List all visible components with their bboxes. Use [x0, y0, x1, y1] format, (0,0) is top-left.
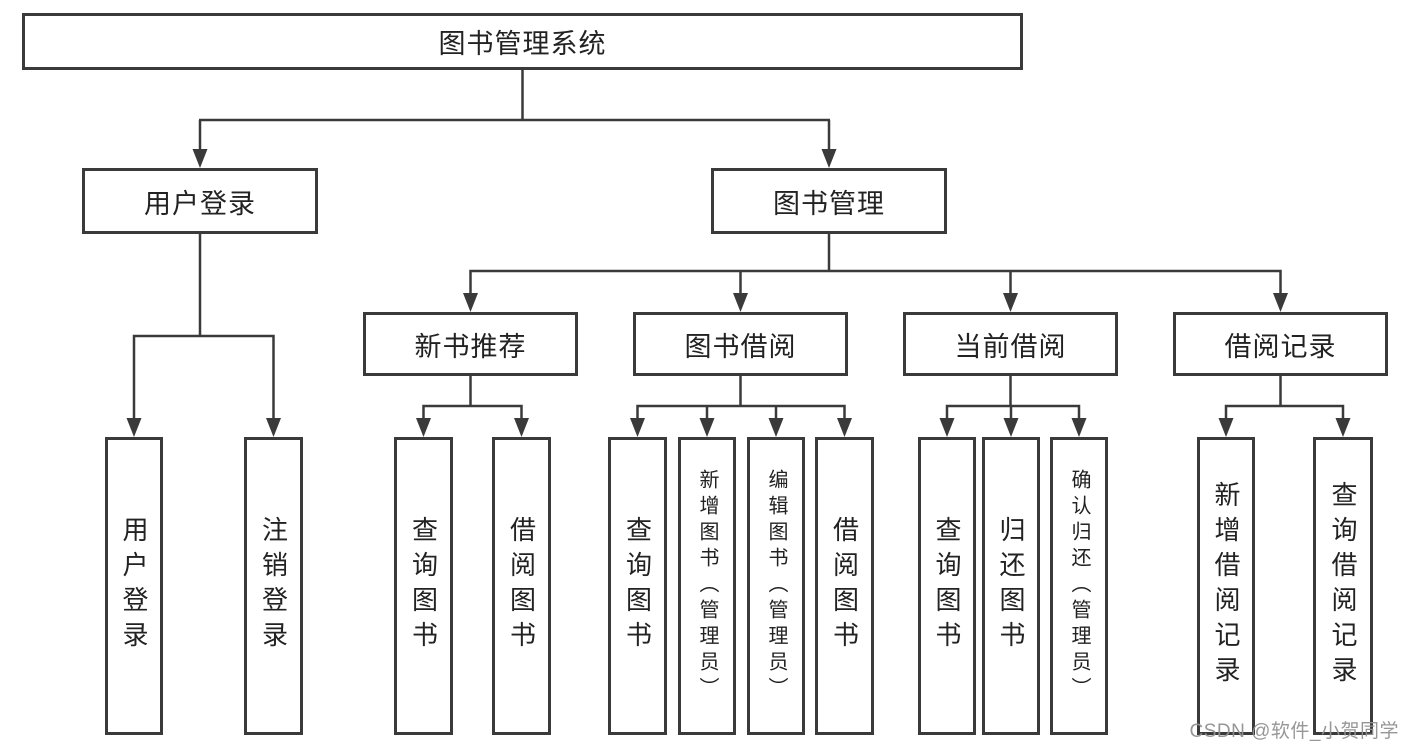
edge-book-management-to-level3	[463, 234, 1288, 312]
node-library-system-label: 图书管理系统	[438, 29, 607, 59]
node-book-borrowing: 图书借阅	[633, 312, 848, 376]
leaf-add-books-admin: 新增图书（管理员）	[678, 437, 736, 735]
leaf-query-books-borrowing: 查询图书	[608, 437, 667, 735]
node-new-book-recommendation-label: 新书推荐	[414, 331, 527, 362]
leaf-borrow-books-borrowing-label: 借阅图书	[829, 516, 860, 656]
leaf-query-borrow-record-label: 查询借阅记录	[1328, 481, 1358, 691]
node-book-management: 图书管理	[711, 168, 947, 234]
leaf-add-borrow-record: 新增借阅记录	[1197, 437, 1255, 735]
leaf-user-login-label: 用户登录	[119, 516, 149, 656]
edge-current-borrowing-to-leaves	[939, 376, 1087, 437]
node-new-book-recommendation: 新书推荐	[363, 312, 578, 376]
node-book-management-label: 图书管理	[773, 188, 885, 219]
leaf-logout-label: 注销登录	[258, 516, 289, 656]
leaf-confirm-return-admin: 确认归还（管理员）	[1050, 437, 1108, 735]
node-borrowing-records-label: 借阅记录	[1224, 331, 1337, 362]
edge-root-to-level2	[192, 70, 837, 168]
leaf-edit-books-admin-label: 编辑图书（管理员）	[765, 469, 787, 703]
leaf-confirm-return-admin-label: 确认归还（管理员）	[1068, 469, 1090, 703]
edge-borrowing-records-to-leaves	[1218, 376, 1351, 437]
edge-new-book-recommendation-to-leaves	[416, 376, 529, 437]
node-user-login: 用户登录	[82, 168, 318, 234]
node-book-borrowing-label: 图书借阅	[684, 331, 797, 362]
leaf-query-books-current-label: 查询图书	[932, 516, 962, 656]
edge-user-login-to-leaves	[126, 234, 281, 437]
leaf-borrow-books-borrowing: 借阅图书	[815, 437, 874, 735]
leaf-borrow-books-recommend-label: 借阅图书	[506, 516, 537, 656]
leaf-return-books: 归还图书	[982, 437, 1040, 735]
leaf-query-books-borrowing-label: 查询图书	[622, 516, 653, 656]
leaf-query-borrow-record: 查询借阅记录	[1313, 437, 1373, 735]
node-borrowing-records: 借阅记录	[1173, 312, 1388, 376]
edge-book-borrowing-to-leaves	[630, 376, 852, 437]
leaf-query-books-current: 查询图书	[918, 437, 976, 735]
leaf-add-books-admin-label: 新增图书（管理员）	[696, 469, 718, 703]
leaf-add-borrow-record-label: 新增借阅记录	[1211, 481, 1241, 691]
leaf-edit-books-admin: 编辑图书（管理员）	[747, 437, 805, 735]
node-library-system: 图书管理系统	[22, 13, 1023, 70]
leaf-borrow-books-recommend: 借阅图书	[492, 437, 551, 735]
node-current-borrowing: 当前借阅	[903, 312, 1118, 376]
leaf-return-books-label: 归还图书	[996, 516, 1026, 656]
leaf-query-books-recommend-label: 查询图书	[408, 516, 439, 656]
leaf-query-books-recommend: 查询图书	[394, 437, 453, 735]
node-user-login-label: 用户登录	[144, 188, 256, 219]
watermark: CSDN @软件_小贺同学	[1189, 721, 1399, 742]
node-current-borrowing-label: 当前借阅	[954, 331, 1067, 362]
leaf-logout: 注销登录	[244, 437, 303, 735]
leaf-user-login: 用户登录	[105, 437, 163, 735]
